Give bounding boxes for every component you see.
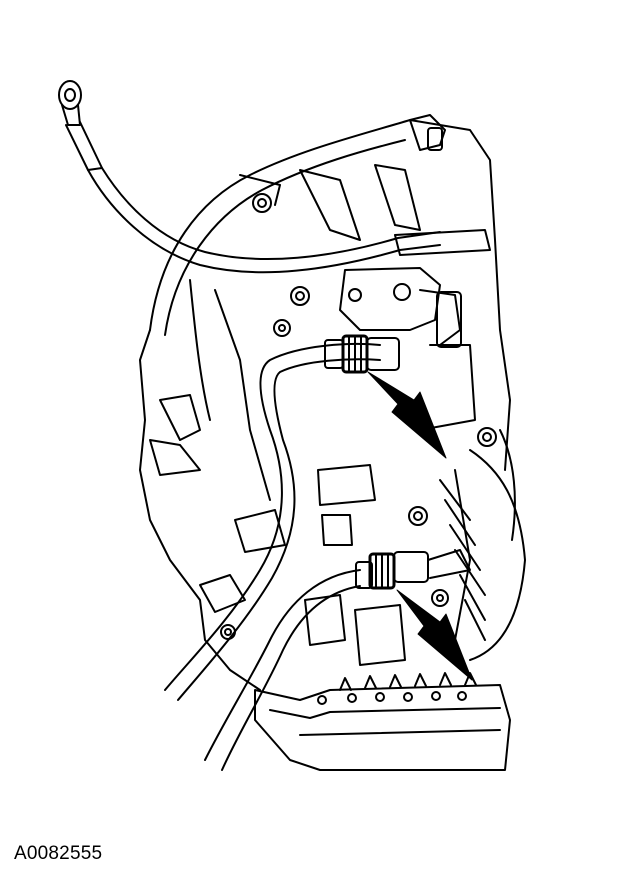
lower-case-details bbox=[199, 509, 406, 666]
cooler-line-bracket bbox=[317, 267, 476, 546]
lower-cooler-line bbox=[204, 549, 471, 771]
ground-cable bbox=[58, 80, 441, 274]
lower-cooler-line-fitting bbox=[355, 551, 429, 590]
pan-bolts bbox=[317, 672, 477, 705]
upper-cooler-line-fitting bbox=[324, 334, 400, 374]
top-mounting-details bbox=[239, 114, 491, 256]
lower-fitting-arrow bbox=[396, 589, 473, 681]
upper-cooler-line bbox=[164, 334, 400, 701]
bell-housing bbox=[139, 119, 511, 691]
upper-fitting-arrow bbox=[367, 371, 447, 459]
oil-pan bbox=[254, 672, 511, 771]
figure-reference-code: A0082555 bbox=[14, 843, 103, 864]
torque-converter-housing bbox=[439, 429, 526, 661]
